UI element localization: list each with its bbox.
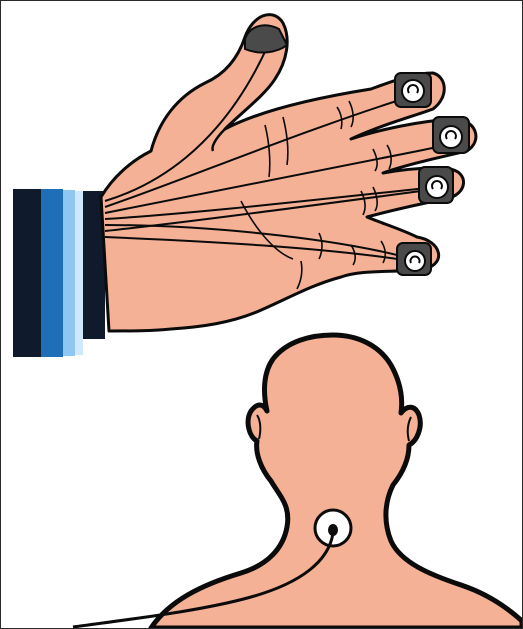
sleeve-pale-band [75, 191, 83, 355]
neck-electrode [315, 510, 351, 546]
sleeve-cuff [13, 189, 105, 357]
middle-finger-electrode [433, 117, 469, 153]
index-finger-electrode [395, 73, 431, 107]
little-finger-electrode [397, 243, 431, 275]
sleeve-mid-band [41, 189, 63, 357]
sleeve-light-band [63, 190, 75, 356]
head-shoulders-outline [151, 335, 522, 628]
ring-finger-electrode [419, 167, 453, 203]
head-and-shoulders [151, 335, 522, 628]
